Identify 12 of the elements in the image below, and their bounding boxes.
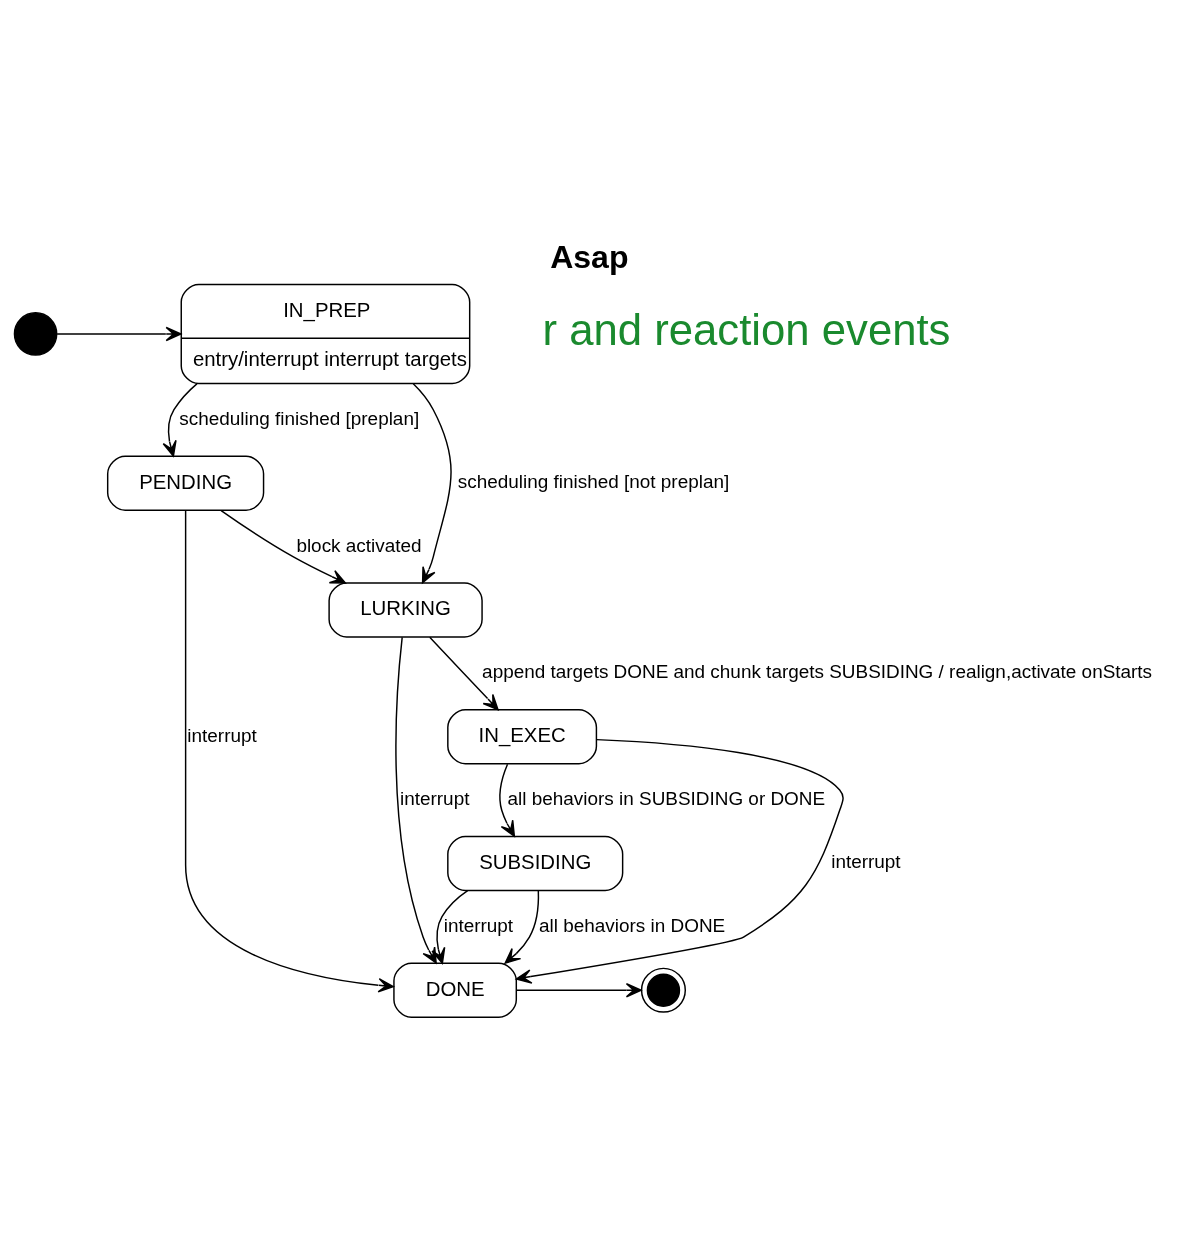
edge-label: interrupt <box>831 850 901 872</box>
label: r and reaction events <box>542 304 951 354</box>
edge-label: block activated <box>296 534 422 556</box>
edge-label: scheduling finished [not preplan] <box>457 470 730 492</box>
edge-label: all behaviors in DONE <box>539 914 726 936</box>
edge-label: scheduling finished [preplan] <box>179 407 420 429</box>
edge-label: interrupt <box>400 787 470 809</box>
edge-label: interrupt <box>187 724 257 746</box>
diagram-title: Asap <box>550 238 629 275</box>
edge-label: interrupt <box>443 914 514 936</box>
edge-label: all behaviors in SUBSIDING or DONE <box>507 787 826 809</box>
edge-label: append targets DONE and chunk targets SUBSIDING / realign,activate onStarts <box>482 660 1153 682</box>
